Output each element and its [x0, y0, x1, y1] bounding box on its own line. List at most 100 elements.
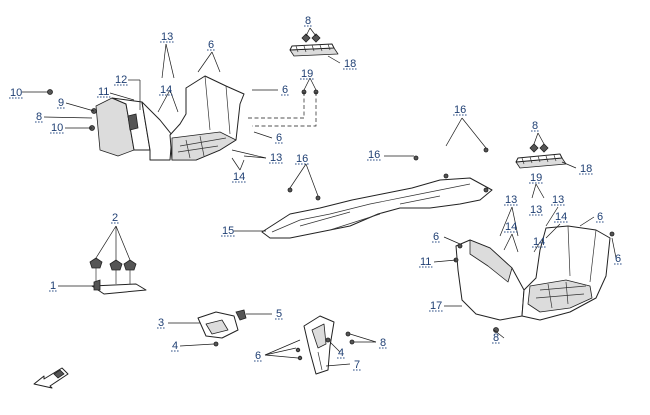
callout-labels: 1098101112131466613148191816161615213456…: [9, 15, 623, 371]
callout-c-8e[interactable]: 8: [492, 332, 501, 344]
callout-number: 14: [160, 84, 172, 96]
callout-c-6a[interactable]: 6: [207, 39, 216, 51]
callout-number: 13: [161, 31, 173, 43]
callout-c-13c[interactable]: 13: [504, 194, 519, 206]
callout-c-14b[interactable]: 14: [232, 171, 247, 183]
callout-c-18b[interactable]: 18: [579, 163, 594, 175]
callout-number: 19: [530, 172, 542, 184]
callout-c-14c[interactable]: 14: [504, 221, 519, 233]
callout-number: 13: [505, 194, 517, 206]
callout-c-6g[interactable]: 6: [614, 253, 623, 265]
callout-c-17[interactable]: 17: [429, 300, 444, 312]
callout-c-6e[interactable]: 6: [596, 211, 605, 223]
callout-number: 9: [58, 97, 64, 109]
callout-number: 11: [98, 86, 109, 98]
callout-c-11b[interactable]: 11: [419, 256, 433, 268]
callout-number: 2: [112, 212, 118, 224]
callout-c-11a[interactable]: 11: [97, 86, 111, 98]
callout-c-5[interactable]: 5: [275, 308, 284, 320]
callout-c-18a[interactable]: 18: [343, 58, 358, 70]
callout-number: 1: [50, 280, 56, 292]
callout-c-2[interactable]: 2: [111, 212, 120, 224]
callout-c-13b[interactable]: 13: [269, 152, 284, 164]
callout-c-16b[interactable]: 16: [453, 104, 468, 116]
callout-c-1[interactable]: 1: [49, 280, 58, 292]
callout-c-6d[interactable]: 6: [254, 350, 263, 362]
callout-c-13a[interactable]: 13: [160, 31, 175, 43]
callout-number: 6: [255, 350, 261, 362]
callout-c-12[interactable]: 12: [114, 74, 129, 86]
callout-number: 14: [505, 221, 517, 233]
callout-c-6b[interactable]: 6: [281, 84, 290, 96]
callout-number: 15: [222, 225, 234, 237]
callout-number: 18: [344, 58, 356, 70]
callout-number: 11: [420, 256, 431, 268]
callout-number: 14: [533, 236, 545, 248]
upper-footrest: [289, 33, 339, 95]
callout-c-8a[interactable]: 8: [35, 111, 44, 123]
callout-number: 16: [368, 149, 380, 161]
callout-number: 8: [532, 120, 538, 132]
callout-number: 6: [433, 231, 439, 243]
leader-lines: [22, 27, 617, 367]
callout-number: 4: [172, 340, 178, 352]
callout-number: 13: [530, 204, 542, 216]
callout-c-8b[interactable]: 8: [304, 15, 313, 27]
callout-number: 18: [580, 163, 592, 175]
left-footwell-assembly: [47, 75, 245, 161]
callout-number: 6: [597, 211, 603, 223]
callout-number: 17: [430, 300, 442, 312]
callout-number: 14: [555, 211, 567, 223]
callout-c-16a[interactable]: 16: [295, 153, 310, 165]
callout-number: 6: [276, 132, 282, 144]
small-bracket: [197, 309, 247, 347]
callout-number: 3: [158, 317, 164, 329]
callout-c-9[interactable]: 9: [57, 97, 66, 109]
callout-c-14a[interactable]: 14: [159, 84, 174, 96]
callout-number: 6: [615, 253, 621, 265]
callout-c-10b[interactable]: 10: [50, 122, 65, 134]
callout-c-15[interactable]: 15: [221, 225, 236, 237]
callout-c-19a[interactable]: 19: [300, 68, 315, 80]
callout-number: 8: [493, 332, 499, 344]
callout-c-19b[interactable]: 19: [529, 172, 544, 184]
callout-number: 5: [276, 308, 282, 320]
callout-c-14d[interactable]: 14: [532, 236, 547, 248]
callout-c-6c[interactable]: 6: [275, 132, 284, 144]
callout-c-8d[interactable]: 8: [531, 120, 540, 132]
callout-c-3[interactable]: 3: [157, 317, 166, 329]
callout-number: 8: [380, 337, 386, 349]
callout-c-8c[interactable]: 8: [379, 337, 388, 349]
callout-c-6f[interactable]: 6: [432, 231, 441, 243]
callout-number: 6: [282, 84, 288, 96]
callout-number: 6: [208, 39, 214, 51]
callout-c-10a[interactable]: 10: [9, 87, 24, 99]
callout-number: 12: [115, 74, 127, 86]
callout-number: 16: [454, 104, 466, 116]
callout-c-4a[interactable]: 4: [171, 340, 180, 352]
right-footrest: [515, 143, 567, 169]
callout-c-13e[interactable]: 13: [551, 194, 566, 206]
callout-c-13d[interactable]: 13: [529, 204, 544, 216]
callout-number: 8: [36, 111, 42, 123]
callout-number: 7: [354, 359, 360, 371]
callout-c-14e[interactable]: 14: [554, 211, 569, 223]
callout-number: 10: [10, 87, 22, 99]
callout-number: 13: [270, 152, 282, 164]
center-floor-panel: [261, 147, 493, 239]
callout-number: 14: [233, 171, 245, 183]
callout-number: 4: [338, 347, 344, 359]
callout-c-7[interactable]: 7: [353, 359, 362, 371]
callout-number: 10: [51, 122, 63, 134]
right-footwell-assembly: [453, 225, 615, 333]
callout-number: 8: [305, 15, 311, 27]
bracket-plate: [89, 257, 147, 295]
callout-number: 19: [301, 68, 313, 80]
vertical-bracket: [295, 315, 355, 375]
front-direction-arrow-icon: [33, 367, 69, 389]
callout-c-16c[interactable]: 16: [367, 149, 382, 161]
callout-number: 13: [552, 194, 564, 206]
callout-c-4b[interactable]: 4: [337, 347, 346, 359]
callout-number: 16: [296, 153, 308, 165]
